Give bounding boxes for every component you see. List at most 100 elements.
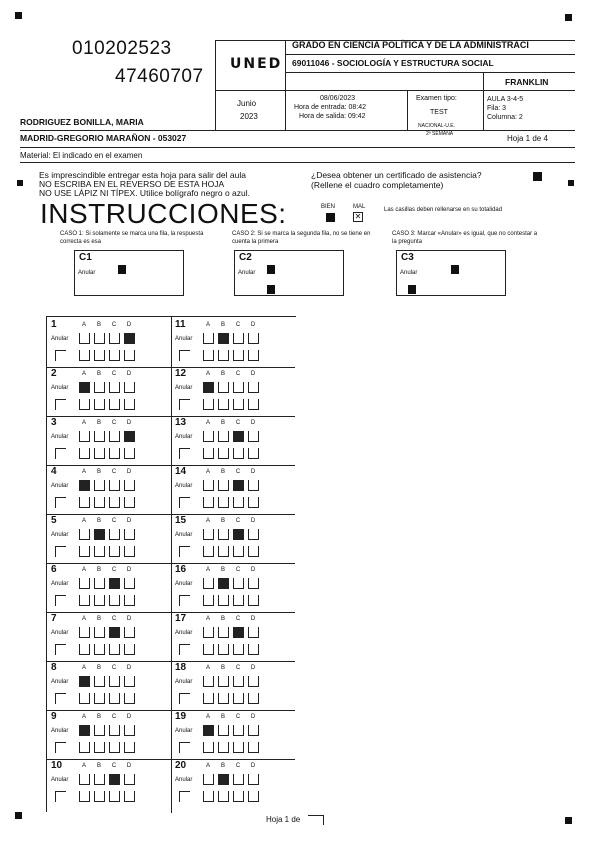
answer-box-second-b[interactable] (94, 742, 105, 753)
answer-box-second-a[interactable] (79, 791, 90, 802)
anular-box[interactable] (55, 595, 66, 606)
answer-box-c[interactable] (233, 333, 244, 344)
answer-box-second-c[interactable] (109, 742, 120, 753)
anular-box[interactable] (55, 693, 66, 704)
answer-box-b[interactable] (94, 333, 105, 344)
answer-box-c[interactable] (233, 431, 244, 442)
answer-box-second-d[interactable] (124, 742, 135, 753)
anular-box[interactable] (179, 791, 190, 802)
answer-box-c[interactable] (109, 529, 120, 540)
answer-box-d[interactable] (124, 676, 135, 687)
answer-box-second-a[interactable] (203, 644, 214, 655)
answer-box-second-a[interactable] (203, 399, 214, 410)
answer-box-second-b[interactable] (94, 693, 105, 704)
answer-box-d[interactable] (248, 480, 259, 491)
answer-box-second-b[interactable] (94, 644, 105, 655)
answer-box-second-d[interactable] (124, 644, 135, 655)
answer-box-b[interactable] (94, 676, 105, 687)
answer-box-second-c[interactable] (109, 448, 120, 459)
answer-box-second-b[interactable] (94, 546, 105, 557)
answer-box-second-d[interactable] (124, 595, 135, 606)
answer-box-d[interactable] (248, 774, 259, 785)
answer-box-second-a[interactable] (203, 350, 214, 361)
answer-box-d[interactable] (248, 529, 259, 540)
answer-box-b[interactable] (218, 676, 229, 687)
answer-box-b[interactable] (218, 774, 229, 785)
answer-box-second-a[interactable] (79, 350, 90, 361)
answer-box-c[interactable] (109, 333, 120, 344)
answer-box-second-b[interactable] (218, 497, 229, 508)
answer-box-b[interactable] (218, 333, 229, 344)
answer-box-second-c[interactable] (109, 497, 120, 508)
answer-box-a[interactable] (79, 676, 90, 687)
answer-box-second-b[interactable] (218, 399, 229, 410)
answer-box-second-a[interactable] (79, 644, 90, 655)
answer-box-b[interactable] (94, 725, 105, 736)
answer-box-d[interactable] (124, 627, 135, 638)
answer-box-second-d[interactable] (248, 497, 259, 508)
answer-box-b[interactable] (218, 382, 229, 393)
anular-box[interactable] (179, 448, 190, 459)
answer-box-second-d[interactable] (248, 350, 259, 361)
answer-box-b[interactable] (94, 529, 105, 540)
answer-box-second-d[interactable] (124, 350, 135, 361)
anular-box[interactable] (179, 693, 190, 704)
answer-box-d[interactable] (248, 382, 259, 393)
answer-box-d[interactable] (124, 529, 135, 540)
answer-box-d[interactable] (248, 627, 259, 638)
answer-box-second-d[interactable] (248, 595, 259, 606)
anular-box[interactable] (179, 497, 190, 508)
answer-box-c[interactable] (109, 431, 120, 442)
anular-box[interactable] (179, 644, 190, 655)
answer-box-second-c[interactable] (109, 693, 120, 704)
answer-box-a[interactable] (79, 382, 90, 393)
anular-box[interactable] (55, 791, 66, 802)
answer-box-second-d[interactable] (248, 693, 259, 704)
answer-box-second-c[interactable] (109, 350, 120, 361)
anular-box[interactable] (55, 399, 66, 410)
answer-box-second-c[interactable] (233, 693, 244, 704)
answer-box-second-a[interactable] (203, 448, 214, 459)
answer-box-d[interactable] (248, 578, 259, 589)
answer-box-second-d[interactable] (124, 497, 135, 508)
answer-box-b[interactable] (94, 431, 105, 442)
answer-box-a[interactable] (203, 774, 214, 785)
answer-box-second-d[interactable] (124, 546, 135, 557)
answer-box-second-d[interactable] (124, 693, 135, 704)
answer-box-a[interactable] (203, 382, 214, 393)
answer-box-second-d[interactable] (124, 399, 135, 410)
answer-box-c[interactable] (109, 725, 120, 736)
answer-box-second-d[interactable] (248, 644, 259, 655)
answer-box-a[interactable] (79, 578, 90, 589)
answer-box-d[interactable] (248, 725, 259, 736)
answer-box-second-b[interactable] (94, 497, 105, 508)
answer-box-a[interactable] (203, 333, 214, 344)
answer-box-b[interactable] (218, 480, 229, 491)
answer-box-a[interactable] (79, 725, 90, 736)
answer-box-second-c[interactable] (109, 595, 120, 606)
answer-box-a[interactable] (79, 333, 90, 344)
answer-box-second-a[interactable] (203, 497, 214, 508)
answer-box-b[interactable] (218, 627, 229, 638)
answer-box-second-b[interactable] (218, 595, 229, 606)
answer-box-second-c[interactable] (109, 399, 120, 410)
answer-box-c[interactable] (233, 578, 244, 589)
answer-box-second-d[interactable] (248, 791, 259, 802)
answer-box-d[interactable] (124, 480, 135, 491)
answer-box-c[interactable] (233, 627, 244, 638)
answer-box-a[interactable] (203, 578, 214, 589)
answer-box-second-b[interactable] (218, 742, 229, 753)
answer-box-second-d[interactable] (124, 791, 135, 802)
answer-box-c[interactable] (109, 676, 120, 687)
answer-box-second-a[interactable] (79, 693, 90, 704)
anular-box[interactable] (179, 595, 190, 606)
answer-box-a[interactable] (203, 725, 214, 736)
anular-box[interactable] (55, 742, 66, 753)
answer-box-second-c[interactable] (233, 791, 244, 802)
answer-box-second-a[interactable] (79, 399, 90, 410)
answer-box-a[interactable] (203, 480, 214, 491)
answer-box-a[interactable] (203, 676, 214, 687)
answer-box-c[interactable] (109, 627, 120, 638)
answer-box-b[interactable] (218, 725, 229, 736)
anular-box[interactable] (55, 350, 66, 361)
